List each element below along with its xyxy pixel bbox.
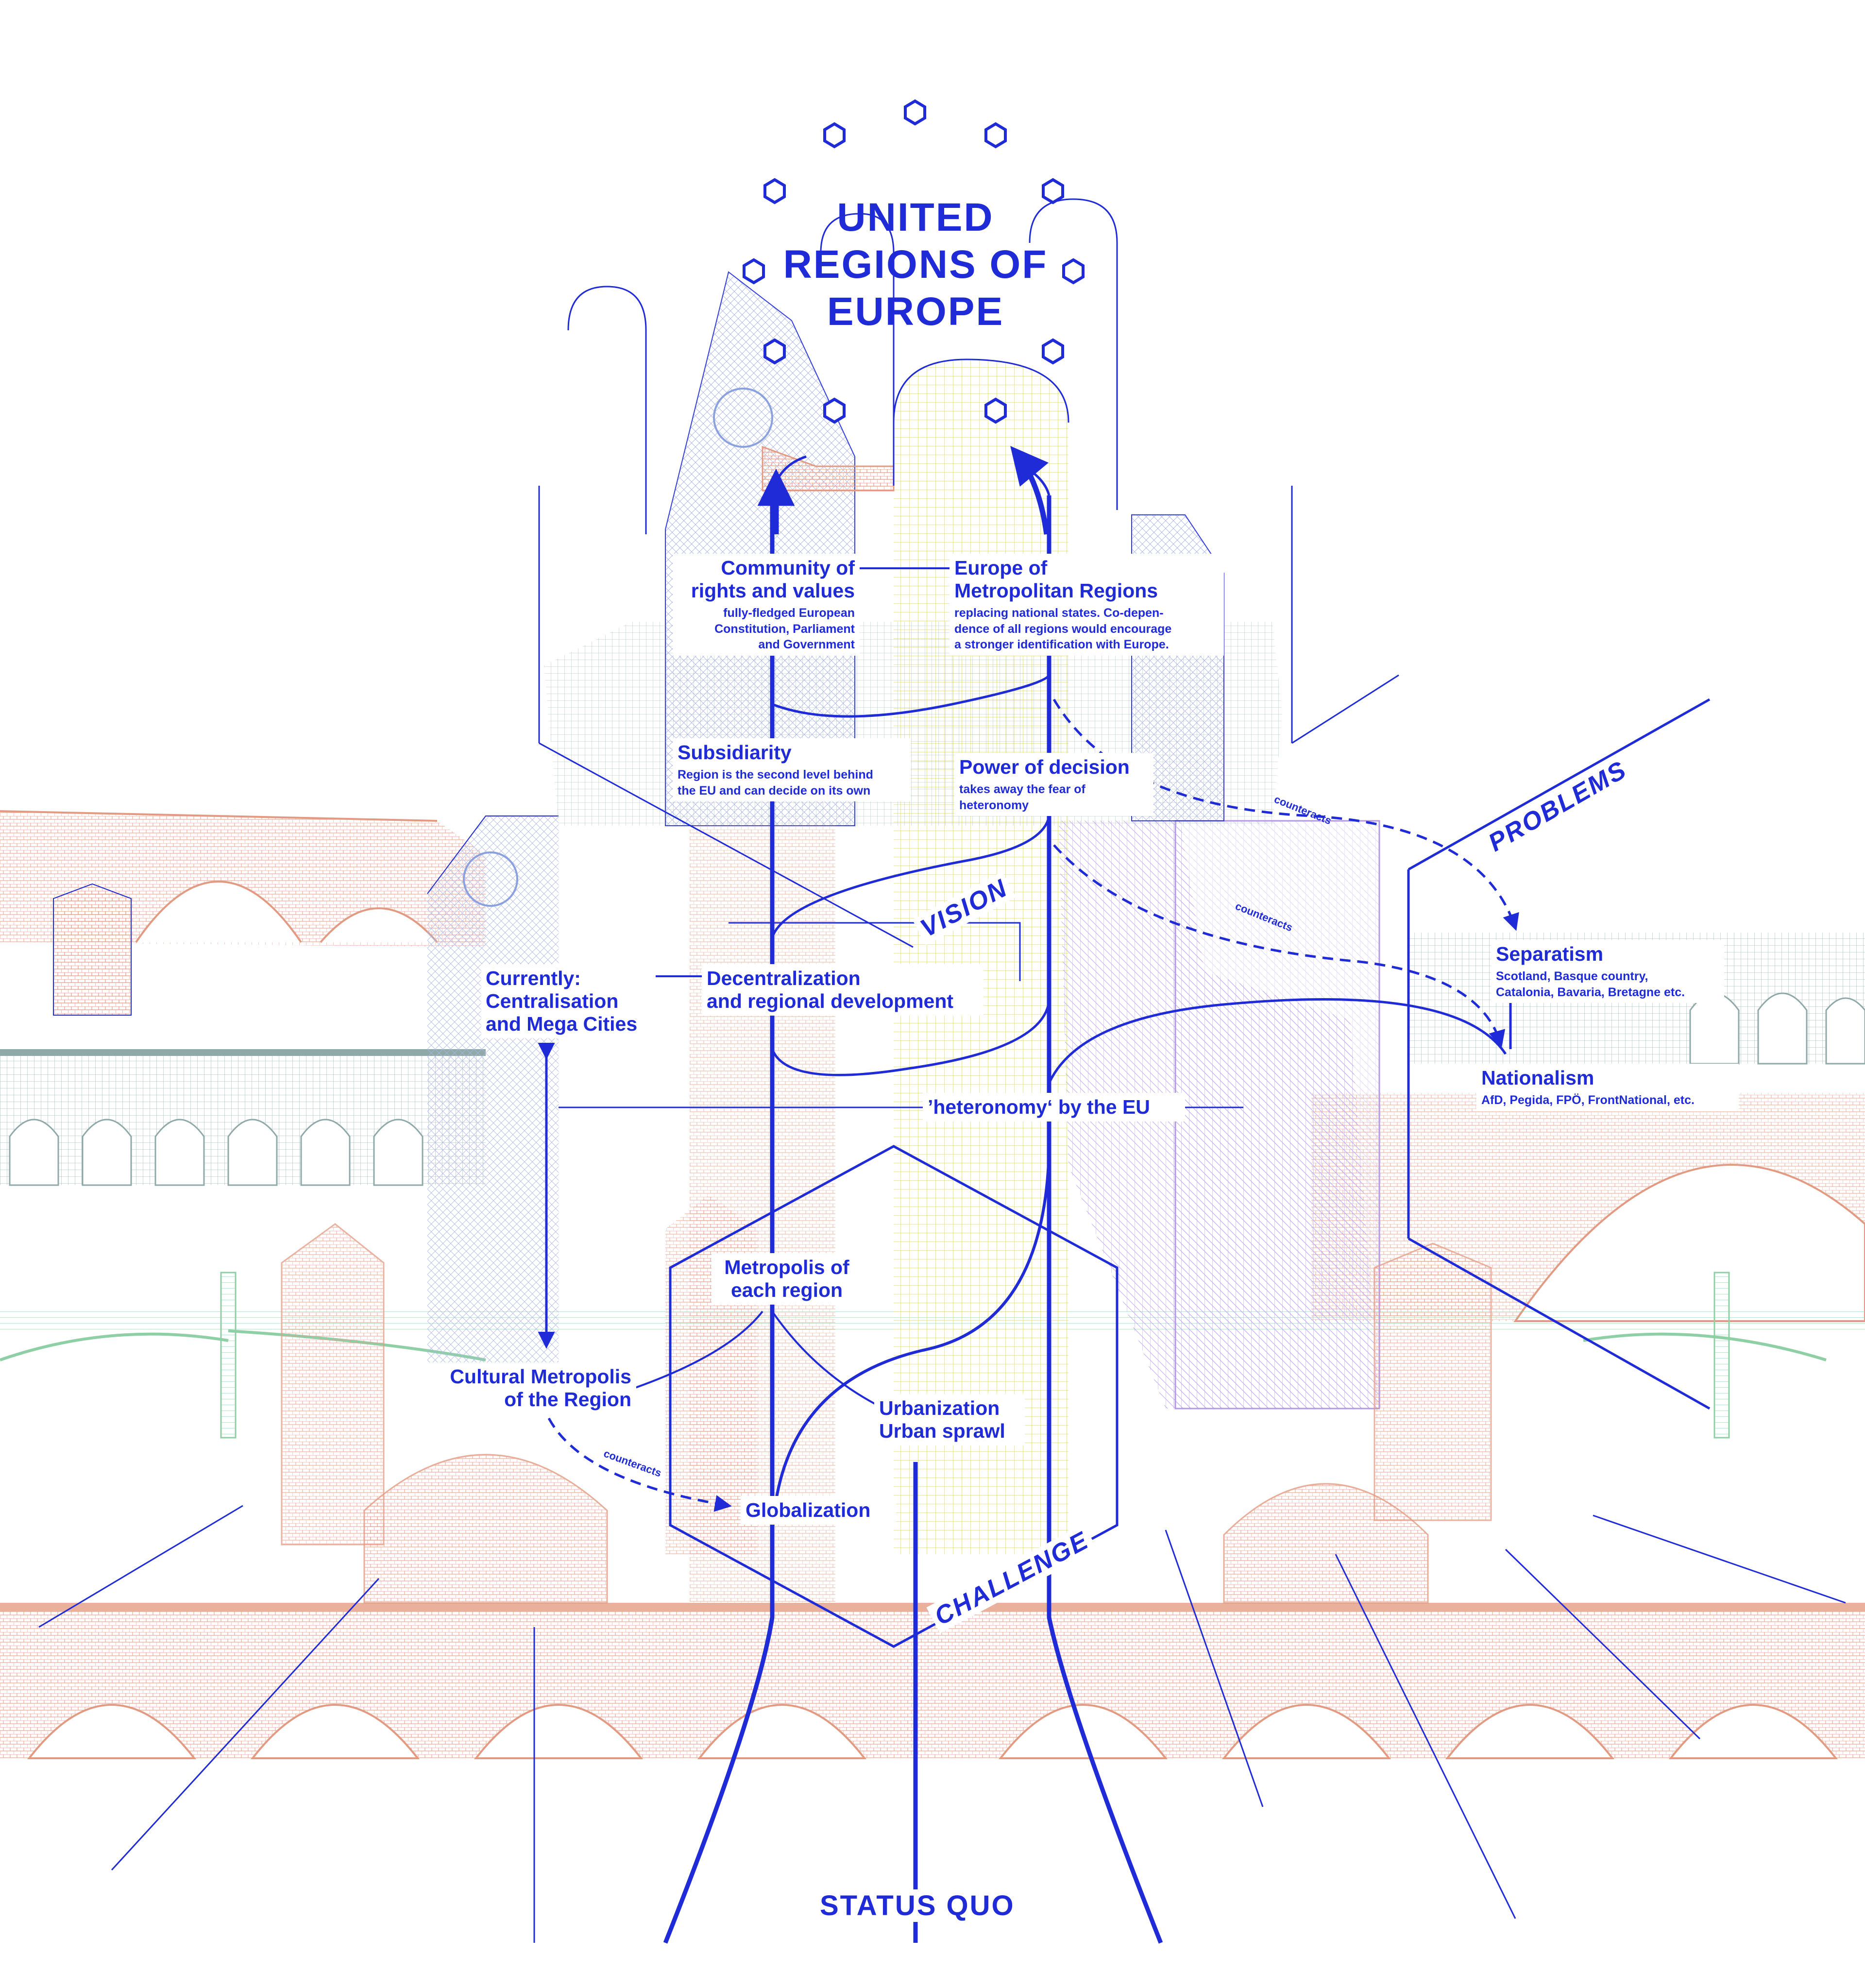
node-currently-3: and Mega Cities: [486, 1013, 638, 1036]
hexagon-stars: [743, 99, 1085, 424]
node-community-sub-1: fully-fledged European: [723, 606, 855, 620]
vision-hexagon: [1407, 698, 1711, 1410]
node-metropolis-each-2: each region: [730, 1279, 843, 1302]
node-europe-metro: Europe of Metropolitan Regions replacing…: [949, 554, 1224, 656]
label-status-quo: STATUS QUO: [816, 1889, 1019, 1922]
node-urbanization-1: Urbanization: [879, 1397, 1000, 1419]
node-europe-metro-sub-1: replacing national states. Co-depen-: [954, 606, 1164, 620]
title-line-1: UNITED: [837, 195, 994, 239]
gold-tower: [893, 358, 1069, 1554]
node-heteronomy-text: ’heteronomy‘ by the EU: [928, 1096, 1150, 1118]
node-nationalism-sub-1: AfD, Pegida, FPÖ, FrontNational, etc.: [1481, 1093, 1695, 1107]
node-heteronomy: ’heteronomy‘ by the EU: [923, 1093, 1185, 1122]
node-currently-1: Currently:: [486, 967, 581, 989]
node-subsidiarity: Subsidiarity Region is the second level …: [673, 738, 911, 802]
node-separatism-sub-1: Scotland, Basque country,: [1496, 969, 1648, 984]
node-decentral-1: Decentralization: [707, 967, 861, 989]
node-community-sub-3: and Government: [758, 638, 855, 652]
node-community-title-1: Community of: [721, 557, 855, 579]
bottom-brick-bridge: [0, 1603, 1865, 1759]
node-europe-metro-sub-2: dence of all regions would encourage: [954, 622, 1172, 636]
node-community-sub-2: Constitution, Parliament: [714, 622, 855, 636]
node-urbanization: Urbanization Urban sprawl: [874, 1394, 1025, 1446]
title-line-3: EUROPE: [827, 289, 1004, 334]
node-subsidiarity-sub-2: the EU and can decide on its own: [678, 783, 871, 798]
node-power-title: Power of decision: [959, 756, 1130, 778]
node-europe-metro-title-1: Europe of: [954, 557, 1048, 579]
node-urbanization-2: Urban sprawl: [879, 1420, 1005, 1443]
node-power-sub-1: takes away the fear of: [959, 782, 1085, 797]
challenge-hexagon: [669, 1145, 1119, 1648]
node-subsidiarity-title: Subsidiarity: [678, 741, 792, 764]
node-separatism: Separatism Scotland, Basque country, Cat…: [1491, 940, 1724, 1003]
node-europe-metro-title-2: Metropolitan Regions: [954, 579, 1158, 602]
node-metropolis-each: Metropolis of each region: [712, 1253, 862, 1305]
node-cultural-1: Cultural Metropolis: [450, 1365, 631, 1388]
main-title: UNITED REGIONS OF EUROPE: [743, 194, 1088, 335]
node-globalization-text: Globalization: [746, 1499, 871, 1521]
node-community-title-2: rights and values: [691, 579, 855, 602]
node-nationalism: Nationalism AfD, Pegida, FPÖ, FrontNatio…: [1476, 1064, 1739, 1111]
stone-aqueduct-left: [0, 1049, 486, 1186]
node-currently: Currently: Centralisation and Mega Citie…: [481, 964, 656, 1039]
pathway-lines: [538, 446, 1512, 1944]
node-currently-2: Centralisation: [486, 990, 619, 1013]
brick-viaduct-left: [0, 810, 486, 1016]
node-decentral-2: and regional development: [707, 990, 954, 1013]
node-power: Power of decision takes away the fear of…: [954, 753, 1153, 816]
node-cultural: Cultural Metropolis of the Region: [427, 1362, 636, 1414]
node-metropolis-each-1: Metropolis of: [724, 1256, 849, 1278]
node-europe-metro-sub-3: a stronger identification with Europe.: [954, 638, 1169, 652]
node-community: Community of rights and values fully-fle…: [673, 554, 860, 656]
node-globalization: Globalization: [741, 1496, 896, 1525]
node-separatism-title: Separatism: [1496, 943, 1604, 965]
title-line-2: REGIONS OF: [783, 242, 1048, 287]
node-subsidiarity-sub-1: Region is the second level behind: [678, 768, 873, 782]
node-separatism-sub-2: Catalonia, Bavaria, Bretagne etc.: [1496, 985, 1685, 999]
node-power-sub-2: heteronomy: [959, 798, 1029, 812]
node-decentral: Decentralization and regional developmen…: [702, 964, 983, 1016]
node-nationalism-title: Nationalism: [1481, 1067, 1594, 1089]
node-cultural-2: of the Region: [504, 1388, 631, 1411]
